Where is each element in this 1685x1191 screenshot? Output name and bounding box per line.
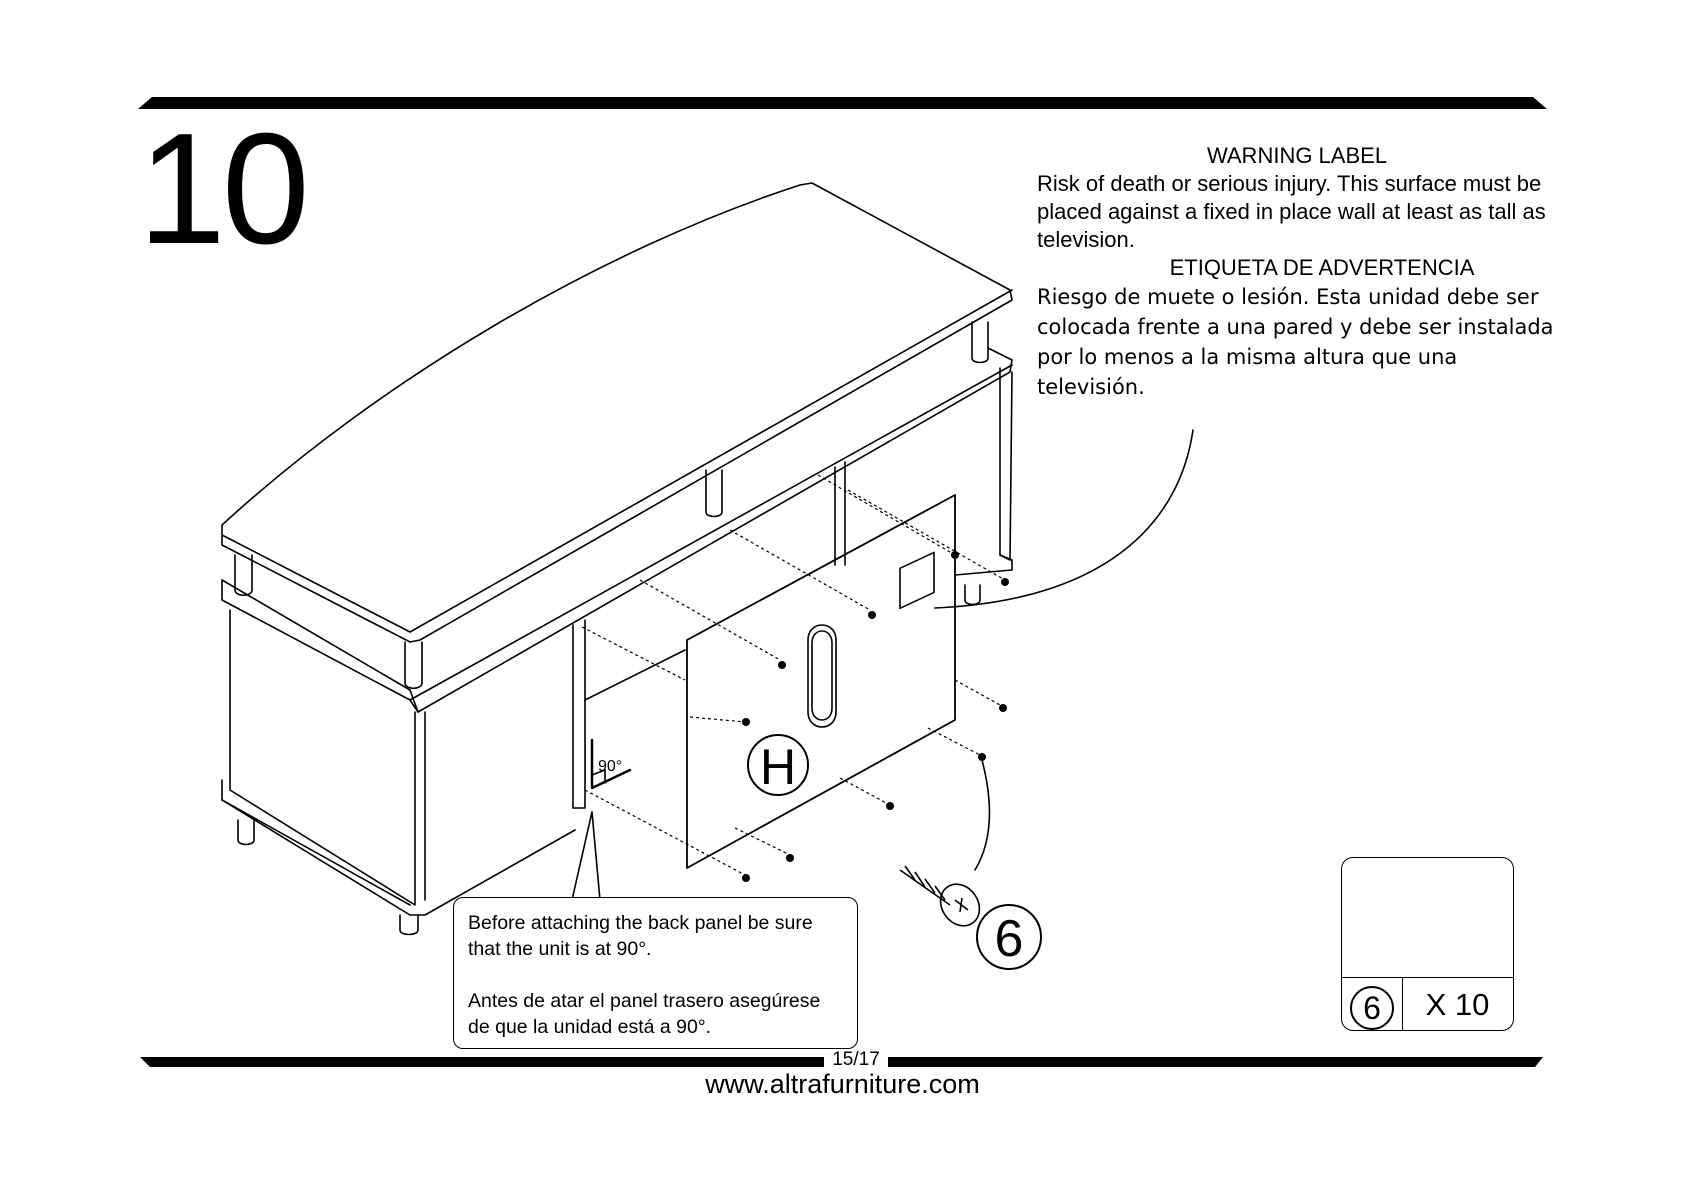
screw-callout <box>974 759 991 871</box>
screw <box>786 854 794 862</box>
leg <box>399 914 419 936</box>
part-id-badge: 6 <box>1350 986 1394 1030</box>
screw-label-6: 6 <box>976 904 1042 970</box>
parts-vdivider <box>1402 977 1403 1030</box>
cable-hole <box>807 624 837 728</box>
warning-label-vent <box>899 551 935 610</box>
warning-text-es: Riesgo de muete o lesión. Esta unidad de… <box>1037 285 1554 399</box>
screw <box>742 874 750 882</box>
callout-arc <box>934 429 1194 609</box>
screw <box>742 718 750 726</box>
website-link[interactable]: www.altrafurniture.com <box>705 1069 980 1099</box>
panel-label-h: H <box>747 734 809 796</box>
screw <box>951 551 959 559</box>
assembly-note: Before attaching the back panel be sure … <box>453 897 858 1049</box>
bottom-shelf <box>221 779 576 916</box>
angle-label: 90° <box>598 758 623 775</box>
post <box>404 641 423 690</box>
leg <box>237 819 255 846</box>
parts-divider <box>1342 977 1513 978</box>
screw-icon <box>899 865 981 927</box>
warning-label-block: WARNING LABEL Risk of death or serious i… <box>1037 142 1557 402</box>
step-number: 10 <box>138 101 310 277</box>
page-number: 15/17 <box>824 1049 888 1071</box>
part-quantity: X 10 <box>1425 987 1490 1022</box>
tv-stand-top <box>221 182 1013 643</box>
angle-mark <box>590 738 632 790</box>
screw <box>868 611 876 619</box>
screw <box>999 704 1007 712</box>
right-side-panel <box>999 367 1013 561</box>
screw <box>778 661 786 669</box>
warning-title-en: WARNING LABEL <box>1206 143 1388 168</box>
note-text-en: Before attaching the back panel be sure … <box>468 912 813 960</box>
left-side-panel <box>229 609 416 906</box>
warning-text-en: Risk of death or serious injury. This su… <box>1037 171 1546 252</box>
post <box>705 469 723 518</box>
screw <box>1001 578 1009 586</box>
post <box>971 321 989 364</box>
warning-title-es: ETIQUETA DE ADVERTENCIA <box>1169 255 1475 280</box>
parts-box: 6 X 10 <box>1341 857 1514 1031</box>
top-rule <box>138 97 1547 109</box>
leg <box>964 584 981 606</box>
screw <box>886 802 894 810</box>
note-text-es: Antes de atar el panel trasero asegúrese… <box>468 990 821 1038</box>
post <box>234 554 253 597</box>
middle-shelf <box>221 347 1013 713</box>
screw <box>978 753 986 761</box>
back-panel <box>686 494 956 869</box>
